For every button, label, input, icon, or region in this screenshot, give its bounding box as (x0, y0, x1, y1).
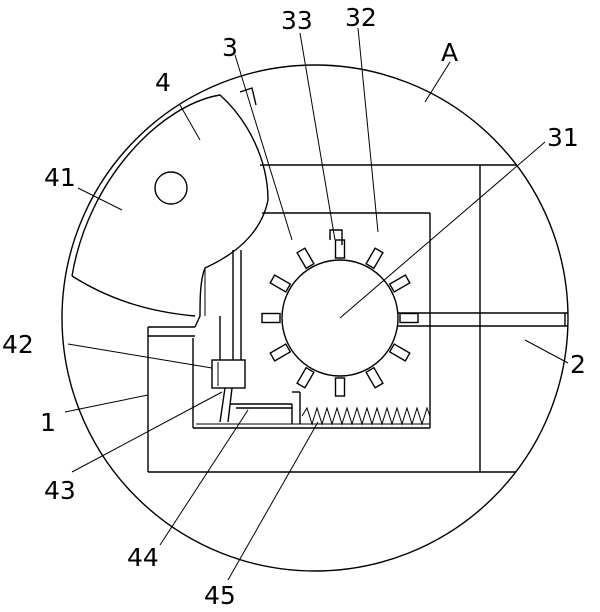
label-43: 43 (44, 476, 76, 505)
gear-tooth (334, 239, 346, 259)
gear-tooth (296, 366, 315, 389)
gear-hub (281, 259, 399, 377)
part-33-hook (329, 229, 343, 245)
label-31: 31 (547, 123, 579, 152)
rod-and-slider (211, 250, 246, 423)
label-A: A (441, 38, 459, 67)
housing-frame (147, 164, 568, 473)
gear-tooth (388, 274, 411, 293)
swing-arm (71, 87, 269, 328)
gear-tooth (334, 377, 346, 397)
gear-tooth (399, 312, 419, 324)
inner-chamber (192, 212, 431, 429)
shaft (398, 312, 568, 327)
label-41: 41 (44, 163, 76, 192)
gear-tooth (388, 343, 411, 362)
spring (301, 406, 431, 426)
sliding-plate (230, 391, 301, 424)
label-33: 33 (281, 6, 313, 35)
label-32: 32 (345, 3, 377, 32)
label-42: 42 (2, 330, 34, 359)
gear-tooth (269, 274, 292, 293)
gear-tooth (365, 247, 384, 270)
gear-tooth (296, 247, 315, 270)
slider-block-42 (211, 359, 246, 389)
pivot-hole (154, 171, 188, 205)
detail-circle (61, 64, 569, 572)
label-2: 2 (570, 350, 586, 379)
gear-tooth (365, 366, 384, 389)
gear-teeth (261, 239, 419, 397)
label-45: 45 (204, 581, 236, 610)
gear-tooth (261, 312, 281, 324)
label-44: 44 (127, 543, 159, 572)
label-4: 4 (155, 68, 171, 97)
label-1: 1 (40, 408, 56, 437)
label-3: 3 (222, 33, 238, 62)
leader-lines (64, 27, 569, 581)
gear-tooth (269, 343, 292, 362)
